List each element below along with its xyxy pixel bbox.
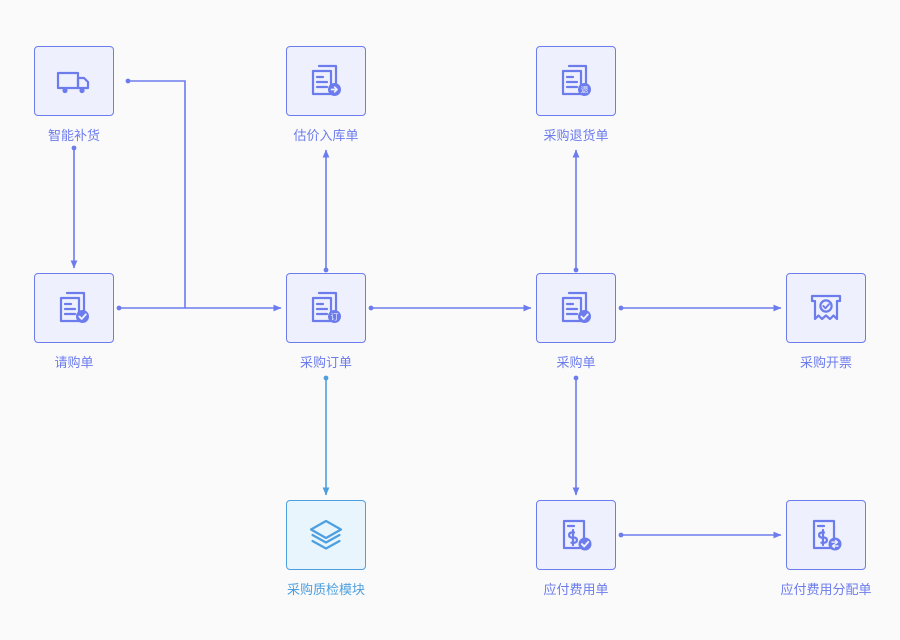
node-label: 采购单: [556, 355, 596, 370]
svg-text:订: 订: [331, 312, 339, 322]
node-purchase-bill[interactable]: 采购单: [536, 273, 616, 371]
node-purchase-invoice[interactable]: 采购开票: [786, 273, 866, 371]
document-check-icon: [556, 288, 596, 328]
node-box[interactable]: 订: [286, 273, 366, 343]
layers-icon: [306, 515, 346, 555]
node-label: 请购单: [54, 355, 94, 370]
node-box[interactable]: [286, 500, 366, 570]
node-box[interactable]: [786, 273, 866, 343]
svg-text:退: 退: [581, 86, 589, 95]
node-box[interactable]: [34, 273, 114, 343]
node-box[interactable]: [34, 46, 114, 116]
node-label: 估价入库单: [293, 128, 359, 143]
node-label: 应付费用分配单: [780, 582, 872, 597]
node-payable-allocation[interactable]: 应付费用分配单: [780, 500, 872, 598]
edge-smart-to-order: [125, 78, 186, 308]
document-arrow-icon: [306, 61, 346, 101]
node-purchase-return[interactable]: 退 采购退货单: [536, 46, 616, 144]
node-label: 采购质检模块: [286, 582, 366, 597]
node-estimated-receipt[interactable]: 估价入库单: [286, 46, 366, 144]
node-label: 智能补货: [47, 128, 101, 143]
invoice-dollar-check-icon: [556, 515, 596, 555]
node-box[interactable]: [786, 500, 866, 570]
node-smart-replenishment[interactable]: 智能补货: [34, 46, 114, 144]
invoice-dollar-share-icon: [806, 515, 846, 555]
node-payable-expense[interactable]: 应付费用单: [536, 500, 616, 598]
node-label: 采购订单: [299, 355, 353, 370]
node-box[interactable]: [286, 46, 366, 116]
document-check-icon: [54, 288, 94, 328]
node-requisition[interactable]: 请购单: [34, 273, 114, 371]
node-label: 采购退货单: [543, 128, 609, 143]
truck-icon: [54, 61, 94, 101]
node-quality-module[interactable]: 采购质检模块: [286, 500, 366, 598]
node-box[interactable]: 退: [536, 46, 616, 116]
receipt-check-icon: [806, 288, 846, 328]
node-box[interactable]: [536, 500, 616, 570]
node-box[interactable]: [536, 273, 616, 343]
node-purchase-order[interactable]: 订 采购订单: [286, 273, 366, 371]
node-label: 采购开票: [799, 355, 853, 370]
node-label: 应付费用单: [543, 582, 609, 597]
document-order-icon: 订: [306, 288, 346, 328]
document-return-icon: 退: [556, 61, 596, 101]
